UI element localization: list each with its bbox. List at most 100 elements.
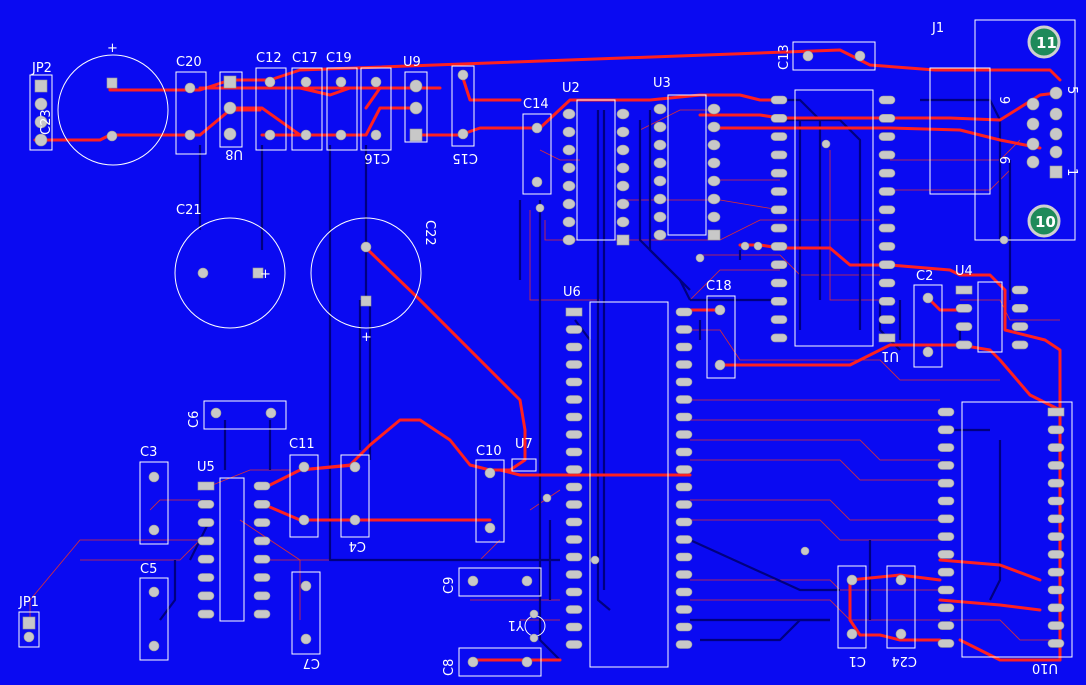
u4-pin [955,285,973,295]
u10-pin [1047,621,1065,630]
u2-pin [562,180,576,192]
pads [22,50,1063,668]
u1-pin [770,223,788,233]
u10-pin [937,585,955,595]
label-u7: U7 [515,437,533,452]
u5-pin [197,499,215,509]
u1-pin [770,114,788,123]
label-c19: C19 [326,51,352,66]
u4-pin [955,322,973,331]
u4-pin [955,303,973,313]
u1-pin [878,315,896,324]
u5-pin [253,609,271,619]
u10-pin [1047,461,1065,470]
label-u6: U6 [563,285,581,300]
u3-pin [707,103,721,115]
u5-pin [197,518,215,527]
u3-pin [707,211,721,223]
u1-pin [770,187,788,196]
u5-pin [197,536,215,546]
component-outlines [18,19,1076,677]
u2-pin [616,162,630,174]
plus-c21: + [260,267,271,282]
u5-pin [253,499,271,509]
u6-pin [675,447,693,457]
u6-pin [675,395,693,404]
label-jp1: JP1 [18,595,39,610]
u6-pin [565,605,583,614]
u1-pin [878,333,896,343]
u3-pin [653,157,667,169]
top-traces [33,48,1062,662]
label-c5: C5 [140,562,157,577]
u10-pin [1047,639,1065,648]
label-c12: C12 [256,51,282,66]
u10-pin [937,461,955,470]
u10-pin [937,603,955,613]
u6-pin [675,307,693,317]
u2-pin [562,234,576,246]
u6-pin [675,325,693,334]
u6-pin [675,640,693,649]
u10-pin [1047,443,1065,452]
u10-pin [1047,496,1065,506]
u6-pin [565,622,583,632]
u2-pin [616,198,630,210]
u5-pin [253,536,271,546]
u1-pin [770,278,788,288]
u2-pin [616,180,630,192]
u6-pin [565,552,583,562]
u6-pin [565,447,583,457]
u6-pin [675,465,693,474]
u6-pin [675,360,693,369]
label-c15: C15 [452,150,478,165]
u6-pin [675,570,693,579]
u3-pin [653,175,667,187]
u10-pin [937,532,955,541]
j1-badges [1027,25,1061,238]
label-c21: C21 [176,203,202,218]
u10-pin [937,478,955,488]
u2-pin [562,108,576,120]
label-u8: U8 [225,146,243,161]
u1-pin [878,168,896,178]
u6-pin [565,325,583,334]
u10-pin [937,443,955,452]
u10-pin [1047,603,1065,613]
u2-pin [616,126,630,138]
label-u1: U1 [881,348,899,363]
u3-pin [707,157,721,169]
u10-pin [937,550,955,559]
u1-pin [770,95,788,105]
label-c20: C20 [176,55,202,70]
label-c4: C4 [349,538,366,553]
plus-c23: + [107,41,118,56]
u3-pin [707,139,721,151]
label-pin5: 5 [1064,86,1079,94]
label-c9: C9 [442,577,457,594]
u1-pin [770,242,788,251]
label-pin9: 9 [996,96,1011,104]
u2-pin [562,198,576,210]
u6-pin [565,342,583,352]
label-c23: C23 [39,109,54,135]
u6-pin [675,377,693,387]
u6-pin [565,377,583,387]
so-pins [197,285,1029,619]
label-c10: C10 [476,444,502,459]
u1-pin [770,315,788,324]
u10-pin [937,514,955,524]
u6-pin [565,307,583,317]
u1-pin [878,260,896,270]
u10-pin [1047,514,1065,524]
u1-pin [878,132,896,141]
u1-pin [878,278,896,288]
u2-pin [562,162,576,174]
label-c1: C1 [849,653,866,668]
label-pin6: 6 [996,156,1011,164]
u10-pin [937,621,955,630]
label-jp2: JP2 [31,61,52,76]
u1-pin [770,296,788,306]
label-c3: C3 [140,445,157,460]
